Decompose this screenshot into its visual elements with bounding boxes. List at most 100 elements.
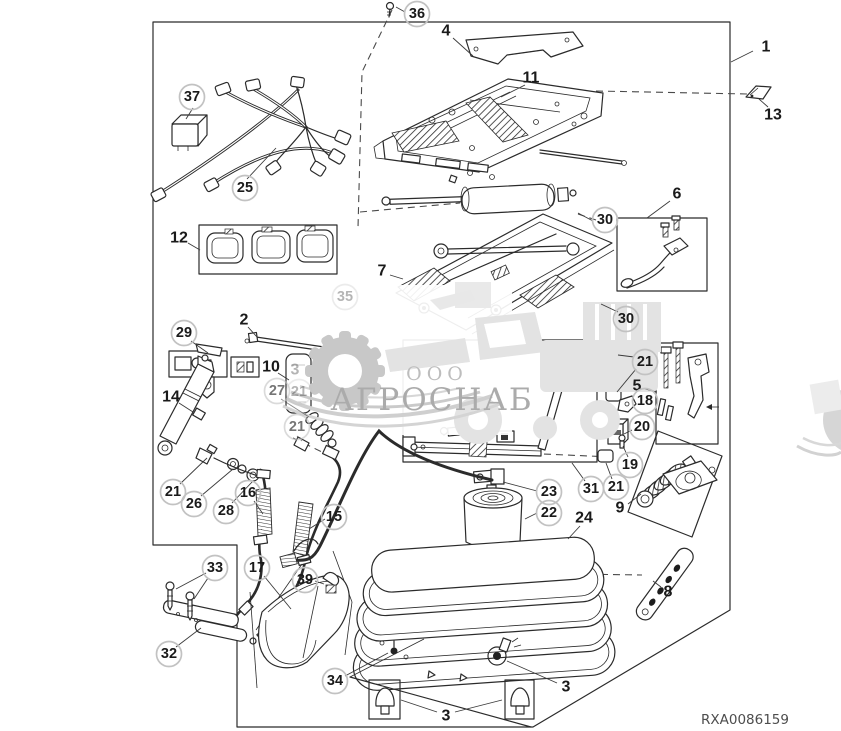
callout-23: 23 [502, 478, 563, 506]
svg-text:15: 15 [326, 509, 342, 525]
callout-15: 15 [308, 503, 348, 531]
drum-22-part [463, 487, 523, 550]
svg-text:39: 39 [297, 572, 313, 588]
svg-text:3: 3 [562, 679, 571, 696]
callout-12: 12 [170, 230, 201, 251]
detail-box-5 [655, 341, 719, 445]
svg-text:31: 31 [583, 481, 599, 497]
watermark-prefix: ООО [406, 363, 468, 385]
svg-text:28: 28 [218, 503, 234, 519]
spring-panel-9 [627, 430, 723, 538]
svg-text:20: 20 [634, 419, 650, 435]
svg-text:29: 29 [176, 325, 192, 341]
svg-text:21: 21 [637, 354, 653, 370]
svg-text:12: 12 [170, 230, 188, 247]
callout-7: 7 [378, 263, 404, 280]
callout-8: 8 [652, 580, 673, 601]
plate-32-part [162, 599, 248, 642]
callout-21: 21 [159, 457, 208, 506]
relay-37-part [171, 114, 208, 151]
svg-text:16: 16 [240, 485, 256, 501]
callout-21: 21 [283, 413, 311, 442]
svg-text:6: 6 [673, 186, 682, 203]
fittings-cluster [195, 443, 268, 482]
knob-box-left [368, 679, 401, 720]
hydraulic-cylinder-14 [157, 354, 215, 456]
svg-text:24: 24 [575, 510, 593, 527]
svg-text:30: 30 [597, 212, 613, 228]
detail-box-6 [616, 215, 708, 292]
callout-19: 19 [616, 445, 644, 479]
callout-3: 3 [506, 660, 571, 696]
detail-box-12 [198, 224, 338, 275]
svg-text:23: 23 [541, 484, 557, 500]
callout-10: 10 [262, 359, 290, 381]
harness-connectors [150, 75, 352, 203]
tread-strip-8 [635, 547, 694, 621]
callout-32: 32 [155, 627, 202, 668]
callout-37: 37 [178, 83, 206, 120]
callout-20: 20 [623, 413, 656, 441]
callout-24: 24 [567, 510, 593, 540]
callout-21: 21 [285, 378, 313, 406]
callout-22: 22 [524, 499, 563, 527]
svg-text:9: 9 [616, 500, 625, 517]
svg-text:32: 32 [161, 646, 177, 662]
callout-29: 29 [170, 319, 209, 354]
figure-ref-code: RXA0086159 [701, 712, 789, 728]
watermark: ООО АГРОСНАБ [282, 282, 841, 457]
svg-text:34: 34 [327, 673, 343, 689]
callout-13: 13 [758, 98, 782, 124]
svg-text:37: 37 [184, 89, 200, 105]
svg-text:13: 13 [764, 107, 782, 124]
screw-36-part [385, 1, 395, 18]
callout-4: 4 [442, 23, 474, 57]
bellows-24 [352, 536, 616, 691]
callout-9: 9 [616, 493, 642, 517]
wiring-harness-25 [150, 75, 352, 203]
svg-text:17: 17 [249, 560, 265, 576]
callout-30: 30 [577, 206, 619, 234]
svg-text:30: 30 [618, 311, 634, 327]
pocket-17-part [249, 550, 353, 689]
damper-cylinder-part [381, 183, 577, 215]
svg-text:2: 2 [240, 312, 249, 329]
svg-text:8: 8 [664, 584, 673, 601]
svg-text:3: 3 [291, 362, 300, 379]
svg-text:22: 22 [541, 505, 557, 521]
knob-box-right [504, 679, 535, 720]
svg-text:18: 18 [637, 393, 653, 409]
callout-11: 11 [500, 70, 540, 98]
svg-text:7: 7 [378, 263, 387, 280]
svg-text:4: 4 [442, 23, 451, 40]
callout-17: 17 [243, 554, 292, 610]
svg-text:10: 10 [262, 359, 280, 376]
svg-text:35: 35 [337, 289, 353, 305]
svg-text:26: 26 [186, 496, 202, 512]
callout-39: 39 [291, 566, 325, 594]
callout-21: 21 [602, 462, 630, 501]
clip-13-part [745, 85, 772, 100]
drawing-border [152, 21, 731, 728]
callout-3: 3 [400, 699, 503, 725]
svg-text:21: 21 [608, 479, 624, 495]
svg-text:25: 25 [237, 180, 253, 196]
callout-36: 36 [395, 0, 431, 28]
screws-33-part [165, 581, 195, 621]
watermark-fragment-right [796, 379, 841, 457]
watermark-name: АГРОСНАБ [330, 382, 533, 418]
callout-28: 28 [212, 480, 254, 525]
svg-text:1: 1 [762, 39, 771, 56]
callout-34: 34 [321, 652, 389, 695]
callout-21: 21 [616, 348, 659, 393]
callout-25: 25 [231, 147, 277, 202]
callout-33: 33 [175, 554, 229, 600]
svg-text:3: 3 [442, 708, 451, 725]
svg-text:21: 21 [165, 484, 181, 500]
svg-text:5: 5 [633, 378, 642, 395]
watermark-gear [305, 331, 385, 411]
watermark-tractor [385, 282, 661, 444]
